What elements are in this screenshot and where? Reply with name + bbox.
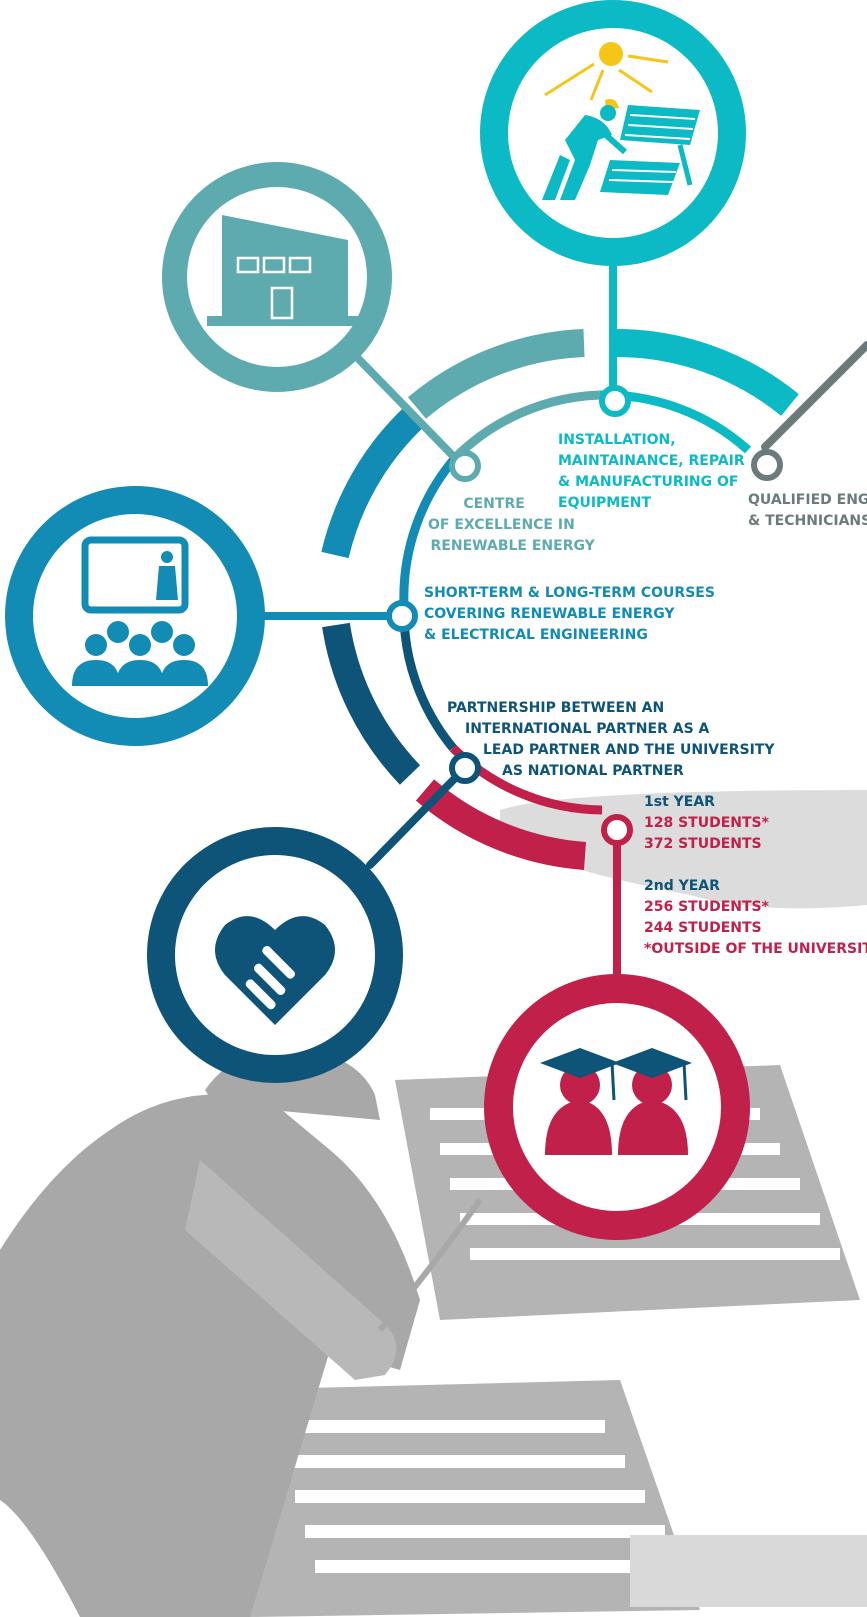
- partnership-label-line: PARTNERSHIP BETWEEN AN: [447, 700, 665, 716]
- junction-installation: [599, 385, 631, 417]
- junction-courses: [386, 600, 418, 632]
- inner-arc-blue: [399, 455, 459, 606]
- partnership-circle: [147, 827, 403, 1083]
- students-circle: [484, 974, 750, 1240]
- qualified-label: QUALIFIED ENGINEERS & TECHNICIANS: [748, 490, 867, 532]
- installation-label-line: MAINTAINANCE, REPAIR: [558, 453, 745, 469]
- students-footnote: *OUTSIDE OF THE UNIVERSITY: [644, 941, 867, 957]
- connector-qualified: [761, 341, 867, 451]
- worker-cable: [377, 1198, 483, 1332]
- panel-stand: [630, 1535, 867, 1607]
- centre-label-line: CENTRE: [463, 496, 525, 512]
- year2-inside-count: 244 STUDENTS: [644, 920, 762, 936]
- handshake-icon: [215, 916, 335, 1025]
- centre-label-line: OF EXCELLENCE IN: [428, 517, 575, 533]
- year1-title: 1st YEAR: [644, 794, 715, 810]
- outer-arc-cyan: [611, 328, 799, 416]
- outer-arc-blue: [321, 406, 424, 559]
- year1-inside-count: 372 STUDENTS: [644, 836, 762, 852]
- outer-arc-segments: [321, 328, 799, 870]
- courses-label-line: & ELECTRICAL ENGINEERING: [424, 627, 648, 643]
- installation-label: INSTALLATION, MAINTAINANCE, REPAIR & MAN…: [558, 430, 745, 514]
- outer-arc-crimson: [415, 779, 587, 870]
- courses-label-line: SHORT-TERM & LONG-TERM COURSES: [424, 585, 715, 601]
- partnership-label-line: AS NATIONAL PARTNER: [502, 763, 684, 779]
- inner-arc-teal: [451, 390, 601, 462]
- connector-lines: [261, 261, 867, 979]
- classroom-icon: [72, 536, 208, 686]
- worker-arm: [185, 1160, 397, 1380]
- connector-centre: [343, 343, 459, 462]
- junction-students: [601, 814, 633, 846]
- installation-label-line: EQUIPMENT: [558, 495, 652, 511]
- qualified-label-line: & TECHNICIANS: [748, 513, 867, 529]
- centre-label-line: RENEWABLE ENERGY: [430, 538, 595, 554]
- courses-label-line: COVERING RENEWABLE ENERGY: [424, 606, 675, 622]
- year2-outside-count: 256 STUDENTS*: [644, 899, 769, 915]
- building-circle: [162, 162, 392, 392]
- solar-technician-icon: [542, 42, 700, 200]
- courses-label: SHORT-TERM & LONG-TERM COURSES COVERING …: [424, 583, 715, 646]
- connector-partnership: [366, 764, 469, 869]
- junction-nodes: [386, 385, 783, 846]
- partnership-label-line: INTERNATIONAL PARTNER AS A: [465, 721, 710, 737]
- worker-body: [0, 1094, 420, 1617]
- junction-partnership: [449, 752, 481, 784]
- year2-title: 2nd YEAR: [644, 878, 720, 894]
- centre-label: CENTRE OF EXCELLENCE IN RENEWABLE ENERGY: [428, 494, 595, 557]
- installation-label-line: & MANUFACTURING OF: [558, 474, 739, 490]
- junction-qualified: [751, 449, 783, 481]
- lower-panel-grid: [275, 1420, 685, 1573]
- background-worker-illustration: [0, 1048, 867, 1617]
- installation-label-line: INSTALLATION,: [558, 432, 676, 448]
- junction-centre: [449, 450, 481, 482]
- partnership-label: PARTNERSHIP BETWEEN AN INTERNATIONAL PAR…: [447, 698, 774, 782]
- partnership-label-line: LEAD PARTNER AND THE UNIVERSITY: [483, 742, 775, 758]
- outer-arc-navy: [322, 622, 421, 785]
- outer-arc-teal: [407, 329, 585, 419]
- spacer: [644, 855, 867, 876]
- qualified-label-line: QUALIFIED ENGINEERS: [748, 492, 867, 508]
- installation-circle: [480, 0, 746, 266]
- building-icon: [207, 215, 362, 326]
- graduates-icon: [540, 1048, 692, 1155]
- year1-outside-count: 128 STUDENTS*: [644, 815, 769, 831]
- courses-circle: [5, 486, 265, 746]
- background-hand-shape: [500, 790, 867, 909]
- students-label: 1st YEAR 128 STUDENTS* 372 STUDENTS 2nd …: [644, 792, 867, 960]
